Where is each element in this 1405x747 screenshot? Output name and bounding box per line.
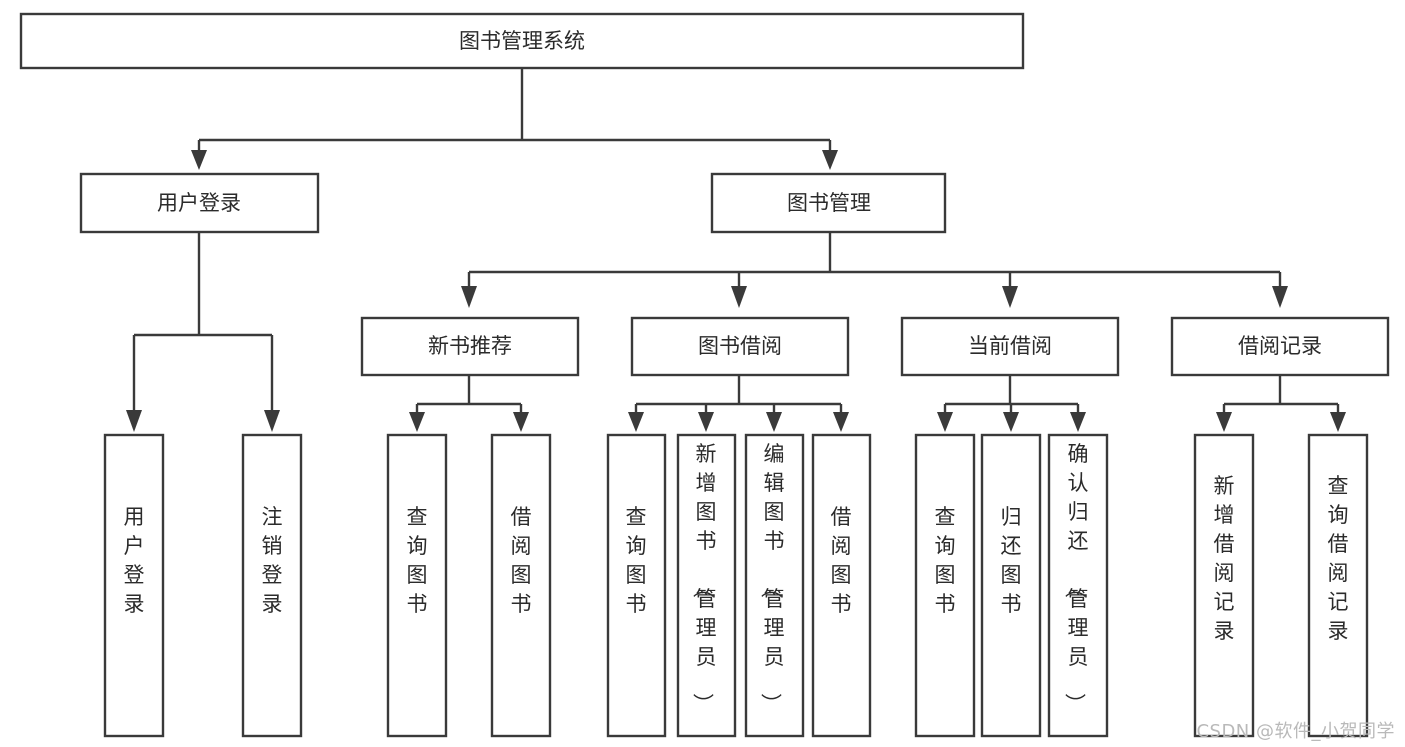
leaf-edit-book-box[interactable] bbox=[744, 433, 805, 738]
leaf-edit-book-label: 编辑图书（管理员） bbox=[759, 442, 785, 714]
node-book-manage[interactable]: 图书管理 bbox=[710, 172, 947, 234]
arrow-new-book-leaf1 bbox=[409, 412, 425, 432]
node-book-borrow-label: 图书借阅 bbox=[698, 334, 782, 358]
node-user-login-label: 用户登录 bbox=[157, 191, 241, 215]
node-borrow-record-label: 借阅记录 bbox=[1238, 334, 1322, 358]
node-new-book-recommend-label: 新书推荐 bbox=[428, 334, 512, 358]
leaf-confirm-return-box[interactable] bbox=[1047, 433, 1109, 738]
leaf-query-book-1-box[interactable] bbox=[386, 433, 448, 738]
arrow-to-user-login bbox=[191, 150, 207, 170]
arrow-book-borrow-leaf4 bbox=[833, 412, 849, 432]
leaf-query-book-1[interactable]: 查询图书 bbox=[386, 433, 448, 738]
leaf-user-login[interactable]: 用户登录 bbox=[103, 433, 165, 738]
leaf-query-record-label: 查询借阅记录 bbox=[1328, 474, 1349, 643]
leaf-confirm-return-label: 确认归还（管理员） bbox=[1063, 442, 1089, 714]
node-book-borrow-box[interactable] bbox=[630, 316, 850, 377]
leaf-query-book-3[interactable]: 查询图书 bbox=[914, 433, 976, 738]
leaf-add-record[interactable]: 新增借阅记录 bbox=[1193, 433, 1255, 738]
leaf-borrow-book-1-box[interactable] bbox=[490, 433, 552, 738]
leaf-return-book-label: 归还图书 bbox=[1001, 505, 1022, 616]
arrow-new-book-leaf2 bbox=[513, 412, 529, 432]
node-current-borrow-box[interactable] bbox=[900, 316, 1120, 377]
arrow-book-borrow-leaf1 bbox=[628, 412, 644, 432]
leaf-borrow-book-2-label: 借阅图书 bbox=[831, 505, 852, 616]
leaf-return-book[interactable]: 归还图书 bbox=[980, 433, 1042, 738]
connector-layer bbox=[126, 68, 1346, 432]
leaf-borrow-book-2-box[interactable] bbox=[811, 433, 872, 738]
arrow-borrow-record-leaf2 bbox=[1330, 412, 1346, 432]
leaf-query-record-box[interactable] bbox=[1307, 433, 1369, 738]
leaf-query-book-2-box[interactable] bbox=[606, 433, 667, 738]
leaf-borrow-book-2[interactable]: 借阅图书 bbox=[811, 433, 872, 738]
leaf-logout-login-label: 注销登录 bbox=[262, 505, 283, 616]
node-new-book-recommend[interactable]: 新书推荐 bbox=[360, 316, 580, 377]
arrow-to-new-book-recommend bbox=[461, 286, 477, 308]
arrow-user-login-leaf2 bbox=[264, 410, 280, 432]
leaf-query-book-2[interactable]: 查询图书 bbox=[606, 433, 667, 738]
arrow-borrow-record-leaf1 bbox=[1216, 412, 1232, 432]
node-root-box[interactable] bbox=[19, 12, 1025, 70]
leaf-return-book-box[interactable] bbox=[980, 433, 1042, 738]
leaf-user-login-label: 用户登录 bbox=[124, 505, 145, 616]
node-book-borrow[interactable]: 图书借阅 bbox=[630, 316, 850, 377]
csdn-watermark: CSDN @软件_小贺同学 bbox=[1196, 721, 1395, 742]
leaf-query-book-2-label: 查询图书 bbox=[626, 505, 647, 616]
node-root-label: 图书管理系统 bbox=[459, 29, 585, 53]
leaf-edit-book[interactable]: 编辑图书（管理员） bbox=[744, 433, 805, 738]
arrow-book-borrow-leaf2 bbox=[698, 412, 714, 432]
node-book-manage-label: 图书管理 bbox=[787, 191, 871, 215]
arrow-user-login-leaf1 bbox=[126, 410, 142, 432]
node-borrow-record-box[interactable] bbox=[1170, 316, 1390, 377]
leaf-query-record[interactable]: 查询借阅记录 bbox=[1307, 433, 1369, 738]
leaf-logout-login[interactable]: 注销登录 bbox=[241, 433, 303, 738]
arrow-to-book-manage bbox=[822, 150, 838, 170]
arrow-to-current-borrow bbox=[1002, 286, 1018, 308]
leaf-borrow-book-1[interactable]: 借阅图书 bbox=[490, 433, 552, 738]
leaf-add-book[interactable]: 新增图书（管理员） bbox=[676, 433, 737, 738]
node-book-manage-box[interactable] bbox=[710, 172, 947, 234]
arrow-to-book-borrow bbox=[731, 286, 747, 308]
leaf-add-book-box[interactable] bbox=[676, 433, 737, 738]
node-borrow-record[interactable]: 借阅记录 bbox=[1170, 316, 1390, 377]
leaf-add-record-box[interactable] bbox=[1193, 433, 1255, 738]
arrow-book-borrow-leaf3 bbox=[766, 412, 782, 432]
leaf-query-book-3-box[interactable] bbox=[914, 433, 976, 738]
leaf-add-book-label: 新增图书（管理员） bbox=[691, 442, 717, 714]
node-user-login[interactable]: 用户登录 bbox=[79, 172, 320, 234]
leaf-confirm-return[interactable]: 确认归还（管理员） bbox=[1047, 433, 1109, 738]
leaf-logout-login-box[interactable] bbox=[241, 433, 303, 738]
leaf-query-book-1-label: 查询图书 bbox=[407, 505, 428, 616]
leaf-user-login-box[interactable] bbox=[103, 433, 165, 738]
arrow-current-borrow-leaf1 bbox=[937, 412, 953, 432]
node-new-book-recommend-box[interactable] bbox=[360, 316, 580, 377]
leaf-query-book-3-label: 查询图书 bbox=[935, 505, 956, 616]
node-current-borrow-label: 当前借阅 bbox=[968, 334, 1052, 358]
node-root[interactable]: 图书管理系统 bbox=[19, 12, 1025, 70]
arrow-current-borrow-leaf2 bbox=[1003, 412, 1019, 432]
leaf-add-record-label: 新增借阅记录 bbox=[1214, 474, 1235, 643]
node-user-login-box[interactable] bbox=[79, 172, 320, 234]
node-current-borrow[interactable]: 当前借阅 bbox=[900, 316, 1120, 377]
arrow-current-borrow-leaf3 bbox=[1070, 412, 1086, 432]
leaf-borrow-book-1-label: 借阅图书 bbox=[511, 505, 532, 616]
arrow-to-borrow-record bbox=[1272, 286, 1288, 308]
